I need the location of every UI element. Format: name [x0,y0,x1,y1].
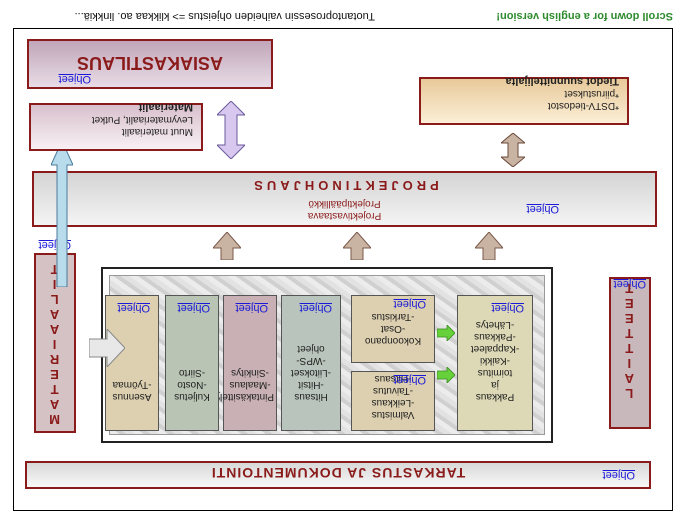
tan-arrow-icon [213,232,241,260]
stage-hitsaus-label: Hitsaus-Hitsit-Liitokset-WPS-ohjeet [291,343,332,402]
material-flow-arrow-icon [51,141,73,287]
tan-arrow-icon [475,232,503,260]
stage-pintakasittely-label: Pintakäsittely-Maalaus-Sinkitys [215,367,274,402]
ohjeet-link-asiakastilaus[interactable]: Ohjeet [58,73,91,85]
tan-arrow-icon [343,232,371,260]
ohjeet-link-valmistus[interactable]: Ohjeet [393,374,426,386]
stage-valmistus[interactable]: Valmistus-Leikkaus-Taivutus-Hitsaus Ohje… [351,371,435,431]
tarkastus-ja-dokumentointi-bar[interactable]: TARKASTUS JA DOKUMENTOINTI Ohjeet [25,461,651,489]
ohjeet-link-projektinohjaus[interactable]: Ohjeet [526,203,559,215]
tiedot-suunnittelijalta-box[interactable]: *DSTV-tiedostot*piirustukset Tiedot suun… [419,75,629,125]
tiedot-lines: *DSTV-tiedostot*piirustukset Tiedot suun… [505,75,619,111]
green-arrow-icon [437,325,455,341]
green-arrow-icon [437,367,455,383]
english-version-link[interactable]: Scroll down for a english version! [496,10,673,22]
double-arrow-icon [501,133,525,167]
asiakastilaus-label: ASIAKASTILAUS [77,53,224,73]
double-arrow-icon [217,101,245,159]
ohjeet-link-pintakasittely[interactable]: Ohjeet [235,302,268,314]
ohjeet-link-pakkaus[interactable]: Ohjeet [491,302,524,314]
stage-kokoonpano-label: Kokoonpano-Osat-Tarkistus [364,311,422,346]
page-title: TARKASTUS JA DOKUMENTOINTI [210,465,466,481]
stage-asennus-label: Asennus-Työmaa [112,379,152,402]
stage-kokoonpano[interactable]: Kokoonpano-Osat-Tarkistus Ohjeet [351,295,435,363]
projektinohjaus-title: PROJEKTINOHJAUS [250,178,439,193]
input-arrow-icon [89,329,125,367]
ohjeet-link-kokoonpano[interactable]: Ohjeet [393,298,426,310]
footer-instructions: Tuotantoprosessin vaiheiden ohjeistus =>… [74,10,375,22]
ohjeet-link-title[interactable]: Ohjeet [602,469,635,481]
ohjeet-link-asennus[interactable]: Ohjeet [117,302,150,314]
stage-pintakasittely[interactable]: Pintakäsittely-Maalaus-Sinkitys Ohjeet [215,295,277,431]
stage-hitsaus[interactable]: Hitsaus-Hitsit-Liitokset-WPS-ohjeet Ohje… [281,295,341,431]
ohjeet-link-kuljetus[interactable]: Ohjeet [177,302,210,314]
stage-kuljetus[interactable]: Kuljetus-Nosto-Siirto Ohjeet [165,295,219,431]
asiakastilaus-box[interactable]: ASIAKASTILAUS Ohjeet [27,39,273,89]
ohjeet-link-hitsaus[interactable]: Ohjeet [299,302,332,314]
stage-kuljetus-label: Kuljetus-Nosto-Siirto [174,367,210,402]
